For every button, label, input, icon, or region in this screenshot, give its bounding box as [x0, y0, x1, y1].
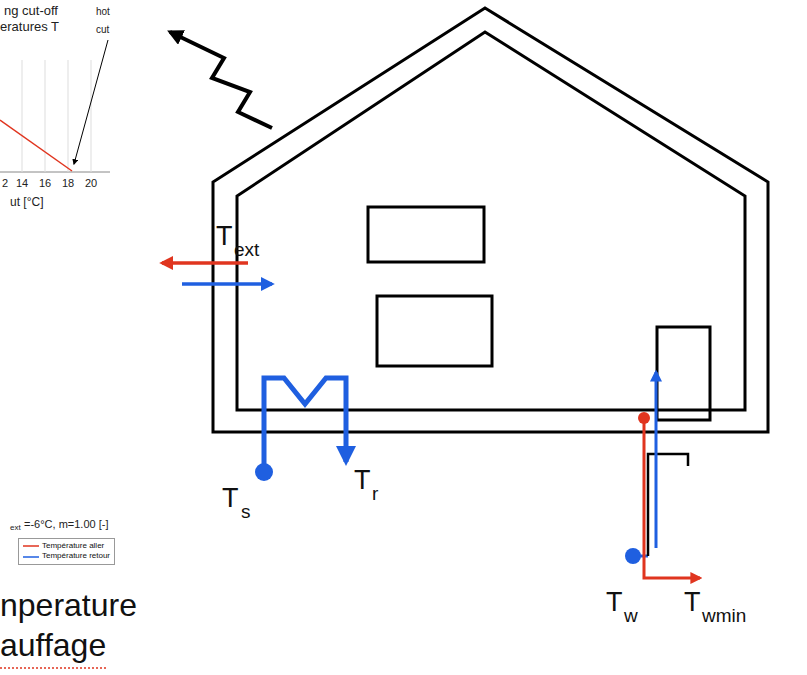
- cropped-title: auffage: [0, 628, 106, 663]
- legend-row: Température aller: [23, 541, 110, 551]
- axis-tick: 2: [2, 177, 8, 189]
- axis-title: ut [°C]: [10, 196, 43, 209]
- chart-parameters: =-6°C, m=1.00 [-]: [24, 518, 109, 530]
- water-circuit: [625, 372, 700, 578]
- chart-annotation: ng cut-off: [4, 4, 58, 18]
- subscript: wmin: [702, 606, 746, 627]
- temperature-symbol: T: [684, 588, 701, 618]
- spell-underline: [0, 667, 108, 669]
- temperature-symbol: T: [222, 484, 239, 514]
- heat-loss-arrow: [162, 261, 248, 265]
- subscript: w: [624, 606, 638, 627]
- legend-text: Température aller: [42, 541, 104, 551]
- house-outline: [213, 8, 768, 432]
- legend-line-sample: [23, 543, 39, 549]
- radiation-arrow: [170, 32, 272, 128]
- legend-row: Température retour: [23, 551, 110, 561]
- heat-gain-arrow: [182, 282, 272, 286]
- axis-tick: 20: [85, 177, 97, 189]
- temperature-symbol: T: [354, 466, 371, 496]
- superscript: hot: [96, 6, 110, 17]
- cutoff-chart: [0, 40, 110, 172]
- subscript: r: [372, 484, 378, 505]
- legend-text: Température retour: [42, 551, 110, 561]
- chart-legend: Température allerTempérature retour: [18, 538, 115, 565]
- axis-tick: 14: [16, 177, 28, 189]
- legend-line-sample: [23, 554, 39, 560]
- axis-tick: 16: [39, 177, 51, 189]
- temperature-symbol: T: [606, 588, 623, 618]
- subscript: cut: [96, 24, 109, 35]
- radiator: [255, 378, 346, 481]
- cropped-title: nperature: [0, 588, 137, 623]
- axis-tick: 18: [62, 177, 74, 189]
- subscript: ext: [10, 524, 21, 533]
- temperature-symbol: T: [216, 222, 233, 252]
- chart-annotation: eratures T: [0, 20, 59, 34]
- subscript: ext: [234, 240, 259, 261]
- subscript: s: [241, 502, 251, 523]
